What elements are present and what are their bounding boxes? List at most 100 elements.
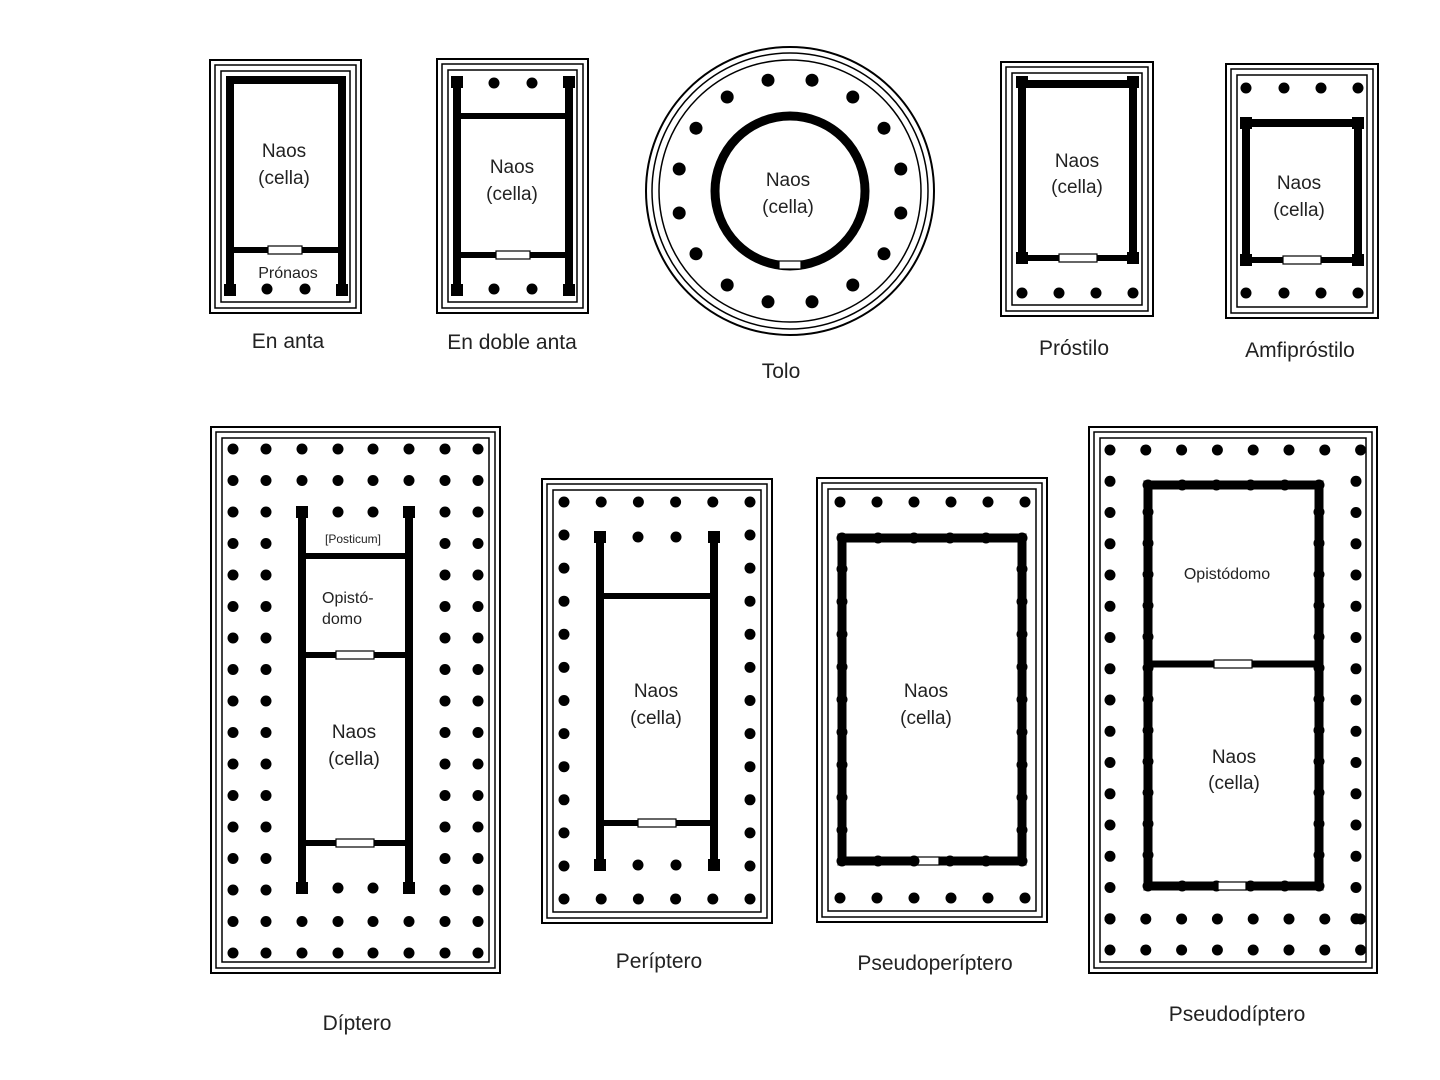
caption-periptero: Períptero [616, 950, 702, 973]
column-dot [877, 247, 891, 261]
column-dot [1104, 913, 1116, 925]
column-dot [439, 916, 451, 927]
column-dot [558, 562, 570, 574]
column-dot [227, 695, 239, 707]
column-dot [558, 761, 570, 773]
diptero-opisto-label-1: Opistó- [322, 590, 374, 607]
column-dot [872, 532, 884, 544]
column-dot [558, 827, 570, 839]
column-dot [761, 295, 775, 309]
column-dot [805, 73, 819, 87]
column-dot [403, 916, 415, 927]
column-dot [871, 892, 883, 904]
column-dot [403, 443, 415, 455]
column-dot [439, 695, 451, 707]
column-dot [227, 569, 239, 581]
column-dot [1350, 694, 1362, 706]
column-dot [1350, 632, 1362, 643]
column-dot [1104, 788, 1116, 800]
doble-naos-label: Naos [490, 157, 534, 178]
column-dot [332, 475, 344, 486]
column-dot [1104, 725, 1116, 737]
column-dot [1104, 507, 1116, 518]
doble-cella-label: (cella) [486, 184, 538, 205]
plan-en-doble-anta: Naos (cella) En doble anta [436, 58, 589, 354]
column-dot [1176, 944, 1188, 956]
column-dot [1350, 663, 1362, 675]
column-dot [1104, 850, 1116, 862]
column-dot [1140, 913, 1152, 925]
column-dot [834, 892, 846, 904]
column-dot [1104, 757, 1116, 768]
column-dot [367, 947, 379, 959]
pseudoperiptero-cella-label: (cella) [900, 708, 952, 729]
amfi-naos-label: Naos [1277, 173, 1321, 194]
column-dot [227, 758, 239, 770]
column-dot [439, 664, 451, 675]
column-dot [227, 790, 239, 801]
column-dot [1140, 444, 1152, 456]
pseudodiptero-naos-label: Naos [1212, 747, 1256, 768]
column-dot [558, 496, 570, 508]
column-dot [670, 496, 682, 508]
column-dot [707, 496, 719, 508]
column-dot [744, 860, 756, 872]
plan-prostilo: Naos (cella) Próstilo [1000, 61, 1154, 360]
column-dot [472, 727, 484, 738]
column-dot [472, 790, 484, 801]
column-dot [672, 162, 686, 176]
caption-amfiprostilo: Amfipróstilo [1245, 339, 1355, 362]
column-dot [1104, 600, 1116, 612]
column-dot [1247, 444, 1259, 456]
column-dot [744, 661, 756, 673]
pseudodiptero-cella-label: (cella) [1208, 773, 1260, 794]
column-dot [558, 728, 570, 740]
diptero-naos-label: Naos [332, 722, 376, 743]
column-dot [1350, 819, 1362, 831]
column-dot [1016, 661, 1028, 673]
column-dot [558, 794, 570, 806]
column-dot [1104, 632, 1116, 643]
plan-en-anta: Naos (cella) Prónaos En anta [209, 59, 362, 353]
column-dot [744, 628, 756, 640]
column-dot [558, 661, 570, 673]
column-dot [689, 121, 703, 135]
column-dot [227, 538, 239, 549]
pseudodiptero-opistodomo-label: Opistódomo [1184, 566, 1270, 583]
column-dot [1350, 882, 1362, 893]
column-dot [367, 443, 379, 455]
column-dot [403, 475, 415, 486]
column-dot [439, 947, 451, 959]
column-dot [744, 529, 756, 541]
column-dot [296, 443, 308, 455]
column-dot [1104, 569, 1116, 581]
column-dot [836, 855, 848, 867]
column-dot [744, 893, 756, 905]
plan-diptero: [Posticum] Opistó- domo Naos (cella) Díp… [210, 426, 501, 1035]
column-dot [1176, 913, 1188, 925]
column-dot [227, 916, 239, 927]
column-dot [439, 569, 451, 581]
column-dot [227, 601, 239, 612]
column-dot [744, 728, 756, 740]
column-dot [472, 758, 484, 770]
column-dot [439, 821, 451, 833]
column-dot [1016, 563, 1028, 575]
column-dot [1350, 788, 1362, 800]
column-dot [1350, 850, 1362, 862]
column-dot [595, 496, 607, 508]
column-dot [332, 947, 344, 959]
column-dot [1016, 628, 1028, 640]
column-dot [260, 538, 272, 549]
column-dot [1319, 444, 1331, 456]
column-dot [227, 821, 239, 833]
column-dot [332, 443, 344, 455]
plan-tolo: Naos (cella) Tolo [645, 46, 935, 383]
column-dot [707, 893, 719, 905]
column-dot [260, 821, 272, 833]
column-dot [689, 247, 703, 261]
column-dot [1211, 444, 1223, 456]
column-dot [1350, 569, 1362, 581]
column-dot [227, 664, 239, 675]
